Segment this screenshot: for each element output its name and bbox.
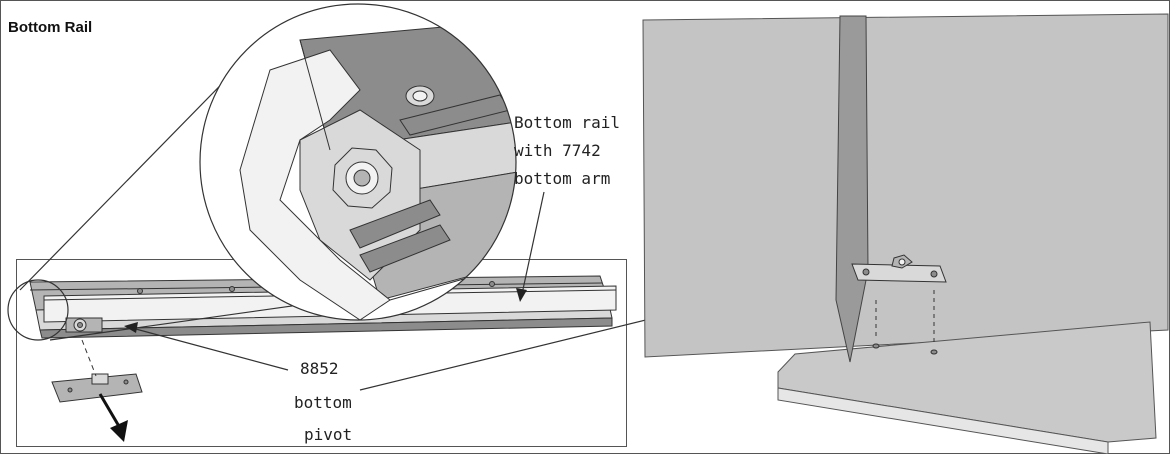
- rail-arm-label-line2: with 7742: [514, 141, 601, 160]
- rail-arm-leader-arrow: [516, 288, 527, 302]
- pivot-label-line3: pivot: [304, 425, 352, 444]
- pivot-plate: [851, 263, 947, 283]
- end-cap-circle: [7, 279, 69, 341]
- pivot-leader-left-arrow: [124, 322, 138, 333]
- pivot-leader-left: [131, 327, 289, 371]
- rail-arm-leader: [521, 191, 545, 295]
- rail-arm-label: Bottom rail with 7742 bottom arm: [514, 113, 620, 188]
- figure-title: Bottom Rail: [8, 19, 92, 36]
- magnified-profile: [200, 4, 516, 320]
- pivot-label-line1: 8852: [300, 359, 339, 378]
- pivot-dashed-line: [81, 339, 97, 377]
- door-install-view: [642, 13, 1169, 454]
- rail-arm-label-line1: Bottom rail: [514, 113, 620, 132]
- magnifier-circle: [199, 3, 517, 321]
- door-panel: [642, 13, 1169, 358]
- detached-pivot-plate: [51, 373, 143, 403]
- pivot-in-rail: [65, 317, 103, 333]
- pivot-label-line2: bottom: [294, 393, 352, 412]
- down-arrow-head: [110, 420, 128, 442]
- pivot-label: 8852 bottom pivot: [294, 359, 352, 444]
- down-arrow-shaft: [98, 393, 122, 429]
- rail-arm-label-line3: bottom arm: [514, 169, 610, 188]
- magnifier-line-top: [19, 49, 256, 291]
